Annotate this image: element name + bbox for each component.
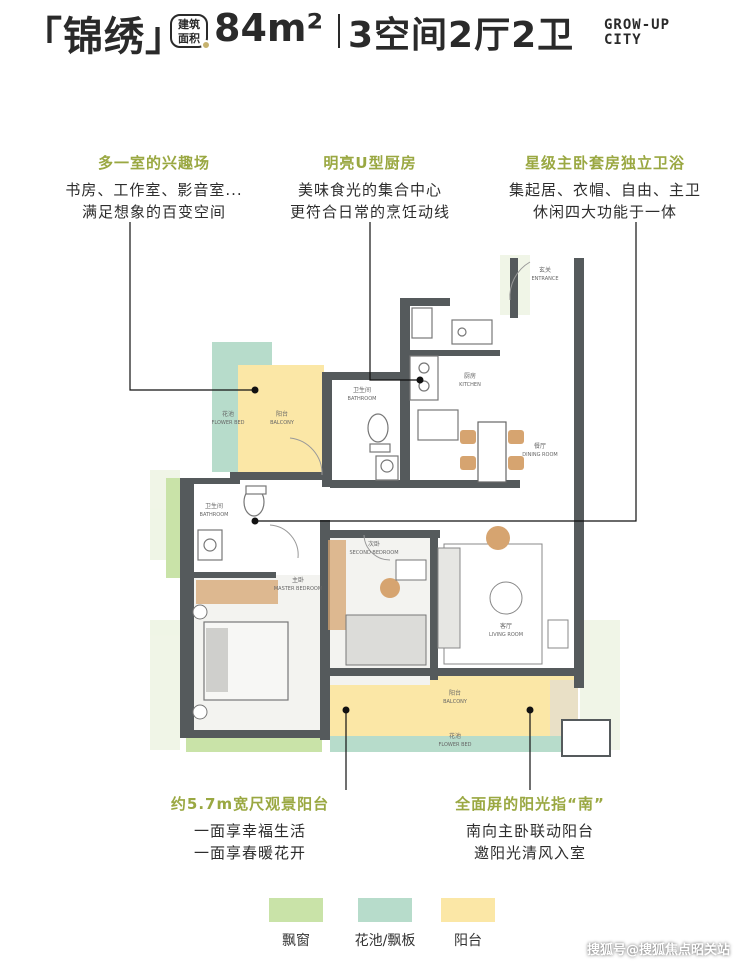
living-furniture [437,526,569,665]
label-bathroom1-zh: 卫生间 [205,502,223,510]
label-bathroom2-en: BATHROOM [348,396,377,402]
callout-title: 全面屏的阳光指“南” [455,795,605,813]
callout-title: 约5.7m宽尺观景阳台 [170,795,330,813]
brand-line2: CITY [604,32,642,48]
callout-study: 多一室的兴趣场 书房、工作室、影音室... 满足想象的百变空间 [24,152,284,223]
callout-title: 多一室的兴趣场 [97,154,210,172]
callout-line: 一面享幸福生活 [193,822,306,840]
master-bed [192,604,289,720]
bathroom2-fixtures [367,413,399,481]
legend-flower-bed: 花池/飘板 [350,898,420,950]
wardrobe-second [328,540,346,630]
legend-label: 花池/飘板 [354,933,416,949]
label-balcony-small-en: BALCONY [270,420,295,426]
label-living-zh: 客厅 [500,622,512,630]
label-entrance-en: ENTRANCE [531,276,558,282]
callout-line: 集起居、衣帽、自由、主卫 [508,181,701,199]
bathroom1-fixtures [197,485,267,561]
balcony-big-zone [330,676,578,736]
label-master-bedroom-zh: 主卧 [292,576,304,584]
label-master-bedroom-en: MASTER BEDROOM [274,586,322,592]
flower-bed-bottom-zone [330,736,580,752]
door-swings [269,261,531,561]
label-dining-zh: 餐厅 [534,442,546,450]
label-flowerbed-left-zh: 花池 [222,410,234,418]
tag-dot-icon [201,40,211,50]
area-tag-line1: 建筑 [178,18,200,31]
label-balcony-big-en: BALCONY [443,699,468,705]
label-kitchen-zh: 厨房 [464,372,476,380]
callout-line: 满足想象的百变空间 [81,203,226,221]
area-tag: 建筑 面积 [170,14,211,50]
label-kitchen-en: KITCHEN [459,382,481,388]
callout-master-suite: 星级主卧套房独立卫浴 集起居、衣帽、自由、主卫 休闲四大功能于一体 [490,152,720,223]
callout-balcony: 约5.7m宽尺观景阳台 一面享幸福生活 一面享春暖花开 [140,793,360,864]
floor-area: 84m² [214,6,324,50]
callout-line: 书房、工作室、影音室... [65,181,243,199]
bay-window-bottom [186,736,322,752]
callout-line: 美味食光的集合中心 [297,181,442,199]
wardrobe-master [196,580,278,604]
label-second-bedroom-en: SECOND BEDROOM [349,550,398,556]
brand-line1: GROW-UP [604,17,671,33]
label-bathroom2-zh: 卫生间 [353,386,371,394]
leader-dots [251,376,534,714]
label-bathroom1-en: BATHROOM [200,512,229,518]
kitchen-fixtures [409,307,493,441]
label-entrance-zh: 玄关 [539,266,551,274]
label-dining-en: DINING ROOM [522,452,557,458]
ac-platform [561,719,611,757]
callout-sunlight: 全面屏的阳光指“南” 南向主卧联动阳台 邀阳光清风入室 [420,793,640,864]
walls [180,258,584,740]
header-divider [338,14,340,48]
second-bed [345,559,427,666]
layout-summary: 3空间2厅2卫 [348,15,575,56]
project-name: 「锦绣」 [22,14,186,60]
brand-logo: GROW-UP CITY [604,18,670,48]
callout-title: 星级主卧套房独立卫浴 [524,154,685,172]
area-tag-line2: 面积 [178,32,200,45]
legend-bay-window: 飘窗 [266,898,326,950]
label-living-en: LIVING ROOM [489,632,523,638]
leader-lines [129,222,637,790]
callout-line: 邀阳光清风入室 [473,844,586,862]
watermark: 搜狐号@搜狐焦点昭关站 [586,943,730,958]
header: 「锦绣」 建筑 面积 84m² 3空间2厅2卫 GROW-UP CITY [0,0,740,64]
callout-kitchen: 明亮U型厨房 美味食光的集合中心 更符合日常的烹饪动线 [250,152,490,223]
legend-label: 阳台 [454,933,482,949]
callout-line: 南向主卧联动阳台 [465,822,594,840]
dining-set [460,421,524,483]
legend-label: 飘窗 [282,933,310,949]
label-flowerbed-bottom-en: FLOWER BED [438,742,471,748]
label-flowerbed-left-en: FLOWER BED [211,420,244,426]
balcony-small-zone [238,365,324,475]
label-balcony-big-zh: 阳台 [449,689,461,697]
callout-line: 更符合日常的烹饪动线 [289,203,450,221]
callout-title: 明亮U型厨房 [323,154,417,172]
callout-line: 一面享春暖花开 [193,844,306,862]
label-second-bedroom-zh: 次卧 [368,540,380,548]
legend-balcony: 阳台 [438,898,498,950]
legend-swatch [441,898,495,922]
legend-swatch [269,898,323,922]
callout-line: 休闲四大功能于一体 [532,203,677,221]
label-balcony-small-zh: 阳台 [276,410,288,418]
legend-swatch [358,898,412,922]
room-labels: 玄关 ENTRANCE 厨房 KITCHEN 卫生间 BATHROOM 阳台 B… [200,266,559,748]
label-flowerbed-bottom-zh: 花池 [449,732,461,740]
